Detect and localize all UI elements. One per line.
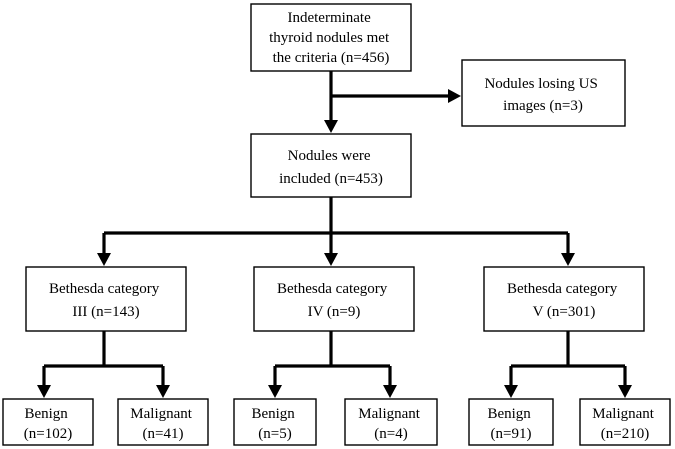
node-included-line-1: Nodules were bbox=[288, 148, 371, 164]
node-cat5-benign-line-2: (n=91) bbox=[491, 426, 532, 442]
node-cat4: Bethesda category IV (n=9) bbox=[253, 266, 415, 332]
connector-cat5-to-outcomes bbox=[509, 331, 627, 385]
node-cat5-line-1: Bethesda category bbox=[507, 281, 618, 297]
connectors bbox=[37, 70, 632, 398]
node-start-line-1: Indeterminate bbox=[287, 10, 371, 26]
node-cat4-malignant-line-2: (n=4) bbox=[374, 426, 407, 442]
node-cat5-benign: Benign (n=91) bbox=[468, 398, 554, 446]
svg-text:Malignant (n=41): Malignant (n=41) bbox=[130, 406, 195, 442]
svg-text:Bethesda category III (n: Bethesda category III (n=143) bbox=[49, 281, 163, 320]
node-included: Nodules were included (n=453) bbox=[250, 133, 412, 198]
node-cat3-benign-line-2: (n=102) bbox=[24, 426, 72, 442]
node-included-line-2: included (n=453) bbox=[279, 171, 383, 187]
arrowhead-cat4-malignant bbox=[383, 385, 397, 398]
node-cat4-benign-line-2: (n=5) bbox=[258, 426, 291, 442]
node-cat4-malignant-line-1: Malignant bbox=[358, 406, 420, 422]
node-cat3-benign: Benign (n=102) bbox=[2, 398, 94, 446]
svg-text:Indeterminate thyroid no: Indeterminate thyroid nodules met the cr… bbox=[269, 10, 393, 66]
node-cat3-malignant-line-2: (n=41) bbox=[143, 426, 184, 442]
node-excluded-line-2: images (n=3) bbox=[503, 98, 583, 114]
node-cat3-benign-line-1: Benign bbox=[24, 406, 68, 422]
node-cat5-line-2: V (n=301) bbox=[533, 304, 596, 320]
svg-text:Bethesda category IV (n=: Bethesda category IV (n=9) bbox=[277, 281, 391, 320]
svg-text:Bethesda category V (n=3: Bethesda category V (n=301) bbox=[507, 281, 621, 320]
node-excluded-line-1: Nodules losing US bbox=[484, 76, 597, 92]
node-cat3-malignant: Malignant (n=41) bbox=[117, 398, 209, 446]
node-cat3: Bethesda category III (n=143) bbox=[25, 266, 187, 332]
svg-text:Nodules were included (n: Nodules were included (n=453) bbox=[279, 148, 383, 187]
arrowhead-cat5-malignant bbox=[618, 385, 632, 398]
svg-text:Malignant (n=4): Malignant (n=4) bbox=[358, 406, 423, 442]
arrowhead-cat3-benign bbox=[37, 385, 51, 398]
svg-text:Malignant (n=210): Malignant (n=210) bbox=[592, 406, 657, 442]
node-cat3-line-1: Bethesda category bbox=[49, 281, 160, 297]
connector-cat4-to-outcomes bbox=[273, 331, 392, 385]
svg-text:Benign (n=102): Benign (n=102) bbox=[24, 406, 72, 442]
arrowhead-cat5-benign bbox=[504, 385, 518, 398]
node-cat3-malignant-line-1: Malignant bbox=[130, 406, 192, 422]
node-start: Indeterminate thyroid nodules met the cr… bbox=[250, 3, 412, 72]
connector-included-to-categories bbox=[102, 197, 570, 253]
node-start-line-3: the criteria (n=456) bbox=[273, 50, 390, 66]
node-cat5-malignant-line-2: (n=210) bbox=[601, 426, 649, 442]
svg-text:Benign (n=91): Benign (n=91) bbox=[487, 406, 534, 442]
arrowhead-cat5 bbox=[561, 253, 575, 266]
arrowhead-cat3 bbox=[97, 253, 111, 266]
node-cat5-malignant: Malignant (n=210) bbox=[579, 398, 671, 446]
node-cat5-benign-line-1: Benign bbox=[487, 406, 531, 422]
node-cat4-benign-line-1: Benign bbox=[251, 406, 295, 422]
node-cat3-line-2: III (n=143) bbox=[72, 304, 139, 320]
node-start-line-2: thyroid nodules met bbox=[269, 30, 390, 46]
arrowhead-cat4-benign bbox=[268, 385, 282, 398]
arrowhead-excluded bbox=[448, 89, 461, 103]
arrowhead-cat3-malignant bbox=[156, 385, 170, 398]
node-cat5: Bethesda category V (n=301) bbox=[483, 266, 645, 332]
svg-text:Nodules losing US images: Nodules losing US images (n=3) bbox=[484, 76, 601, 114]
node-cat4-line-2: IV (n=9) bbox=[308, 304, 361, 320]
connector-cat3-to-outcomes bbox=[42, 331, 165, 385]
arrowhead-cat4 bbox=[324, 253, 338, 266]
node-cat4-benign: Benign (n=5) bbox=[233, 398, 317, 446]
arrowhead-included bbox=[324, 120, 338, 133]
svg-text:Benign (n=5): Benign (n=5) bbox=[251, 406, 298, 442]
node-excluded: Nodules losing US images (n=3) bbox=[461, 59, 626, 127]
node-cat4-malignant: Malignant (n=4) bbox=[344, 398, 438, 446]
node-cat4-line-1: Bethesda category bbox=[277, 281, 388, 297]
node-cat5-malignant-line-1: Malignant bbox=[592, 406, 654, 422]
